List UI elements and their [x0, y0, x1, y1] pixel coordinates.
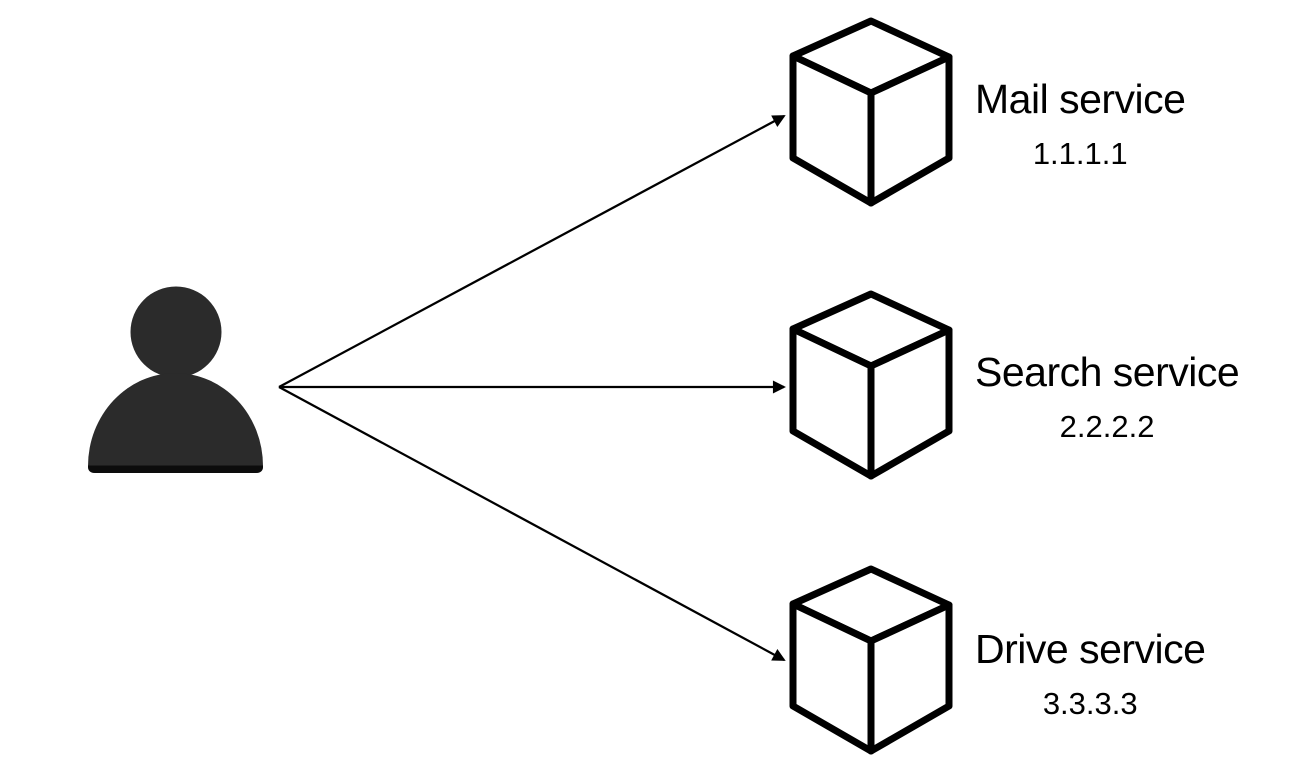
arrow-to-mail-service: [278, 115, 786, 388]
server-cube-icon-search: [793, 294, 949, 476]
service-ip: 2.2.2.2: [1059, 409, 1155, 444]
service-name: Mail service: [975, 76, 1186, 122]
service-block-mail: Mail service 1.1.1.1: [975, 76, 1186, 171]
service-ip: 3.3.3.3: [1042, 686, 1138, 721]
service-name: Drive service: [975, 626, 1206, 672]
arrow-to-drive-service: [278, 386, 786, 661]
service-block-search: Search service 2.2.2.2: [975, 349, 1240, 444]
user-silhouette-icon: [88, 286, 263, 473]
server-cube-icon-drive: [793, 569, 949, 751]
service-ip: 1.1.1.1: [1032, 136, 1128, 171]
service-name: Search service: [975, 349, 1240, 395]
server-cube-icon-mail: [793, 21, 949, 203]
service-block-drive: Drive service 3.3.3.3: [975, 626, 1206, 721]
